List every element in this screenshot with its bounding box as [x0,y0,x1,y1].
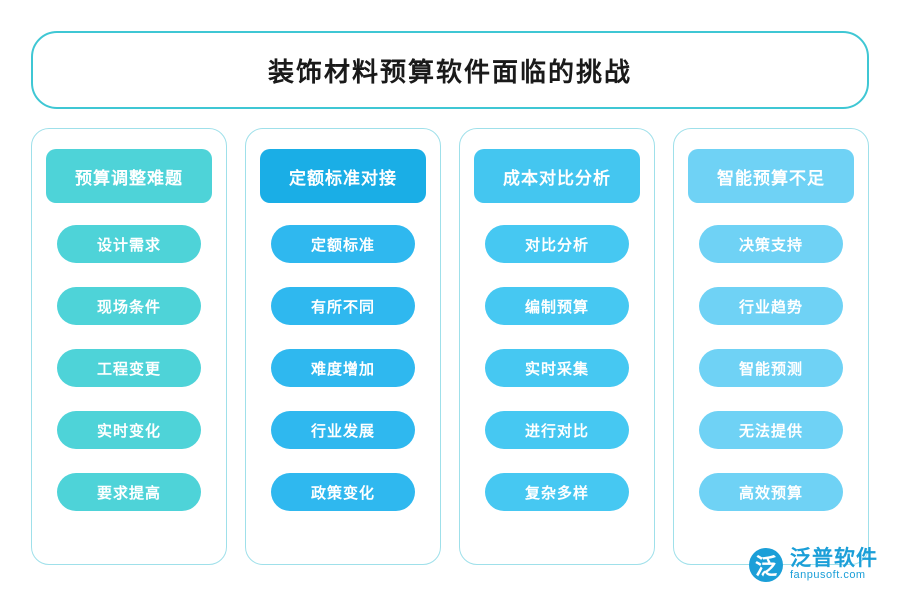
list-item: 行业发展 [271,411,415,449]
column-cost-comparison: 成本对比分析 对比分析 编制预算 实时采集 进行对比 复杂多样 [459,128,655,565]
list-item: 智能预测 [699,349,843,387]
logo-circle-icon: 泛 [749,548,783,582]
list-item: 现场条件 [57,287,201,325]
page-title: 装饰材料预算软件面临的挑战 [267,56,632,87]
list-item: 编制预算 [485,287,629,325]
list-item: 有所不同 [271,287,415,325]
title-banner: 装饰材料预算软件面临的挑战 [31,31,869,109]
column-header-4: 智能预算不足 [688,149,854,203]
list-item: 实时变化 [57,411,201,449]
column-header-2: 定额标准对接 [260,149,426,203]
list-item: 难度增加 [271,349,415,387]
columns-container: 预算调整难题 设计需求 现场条件 工程变更 实时变化 要求提高 定额标准对接 定… [31,128,869,565]
list-item: 高效预算 [699,473,843,511]
list-item: 设计需求 [57,225,201,263]
list-item: 无法提供 [699,411,843,449]
column-smart-budget: 智能预算不足 决策支持 行业趋势 智能预测 无法提供 高效预算 [673,128,869,565]
column-header-1: 预算调整难题 [46,149,212,203]
list-item: 要求提高 [57,473,201,511]
logo-text: 泛普软件 fanpusoft.com [790,548,878,582]
logo-name-en: fanpusoft.com [790,569,866,582]
logo-name-cn: 泛普软件 [790,547,878,571]
list-item: 决策支持 [699,225,843,263]
list-item: 政策变化 [271,473,415,511]
list-item: 实时采集 [485,349,629,387]
list-item: 行业趋势 [699,287,843,325]
column-budget-adjustment: 预算调整难题 设计需求 现场条件 工程变更 实时变化 要求提高 [31,128,227,565]
list-item: 定额标准 [271,225,415,263]
list-item: 进行对比 [485,411,629,449]
list-item: 工程变更 [57,349,201,387]
column-header-3: 成本对比分析 [474,149,640,203]
brand-logo: 泛 泛普软件 fanpusoft.com [749,548,878,582]
list-item: 对比分析 [485,225,629,263]
column-quota-standard: 定额标准对接 定额标准 有所不同 难度增加 行业发展 政策变化 [245,128,441,565]
list-item: 复杂多样 [485,473,629,511]
